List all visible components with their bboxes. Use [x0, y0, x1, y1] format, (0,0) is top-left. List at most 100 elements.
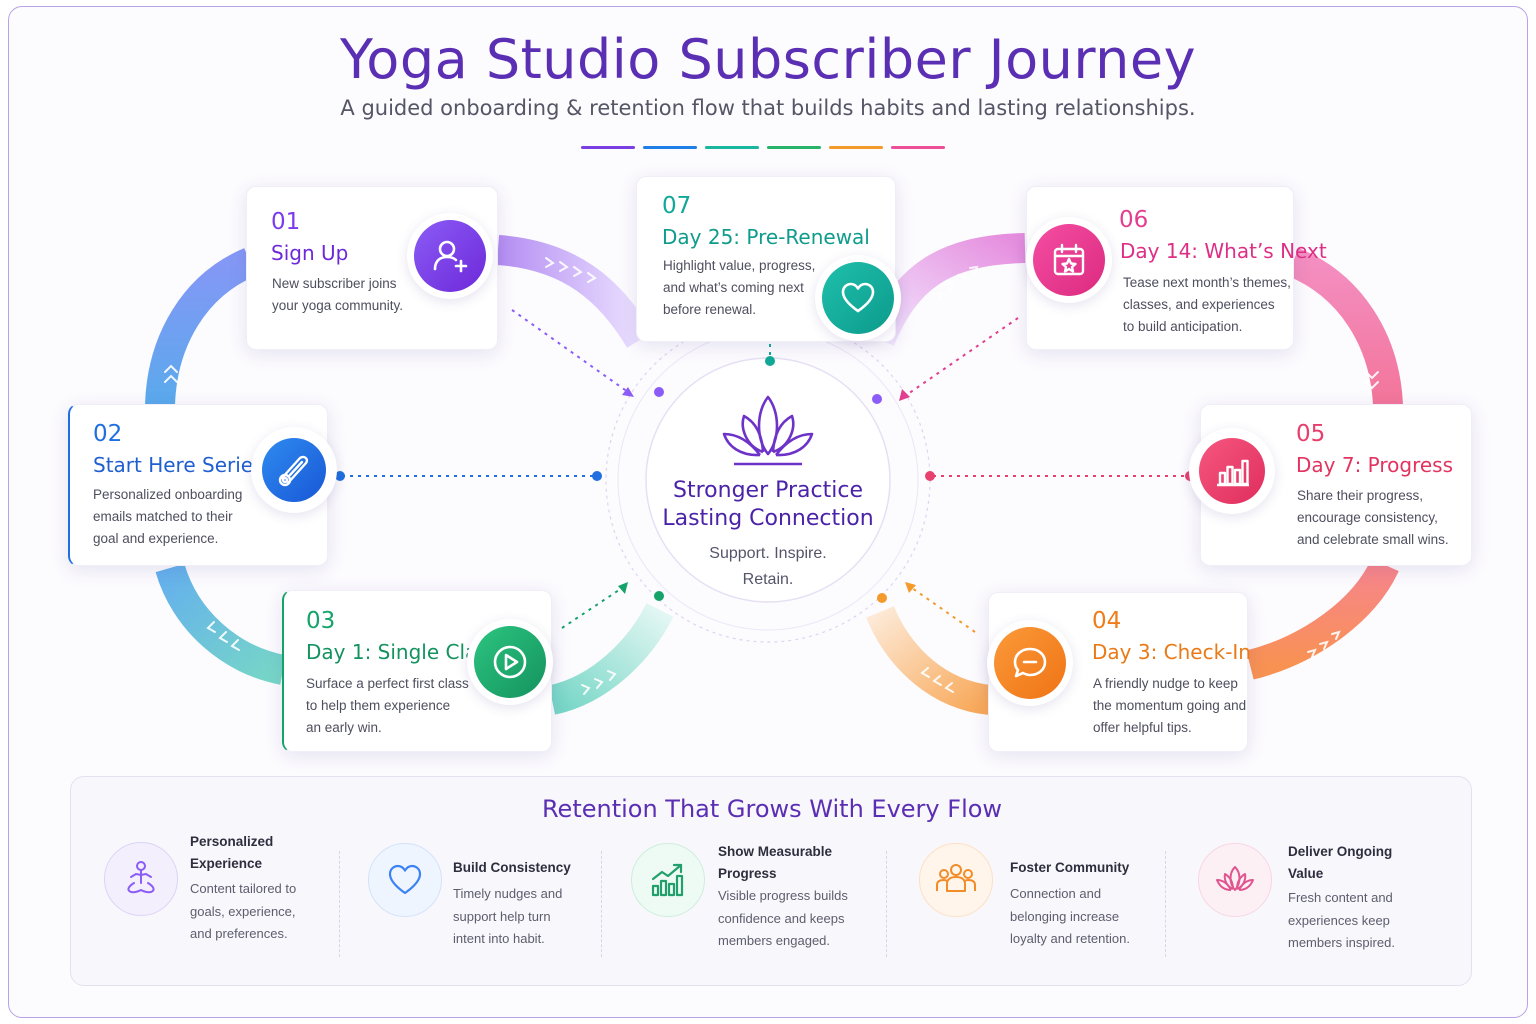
dot-01	[654, 387, 664, 397]
loop-segment-4-5	[1246, 558, 1399, 680]
lotus-icon	[1198, 843, 1272, 917]
user-plus-icon	[414, 220, 486, 292]
benefit-description-line: confidence and keeps	[718, 910, 845, 926]
community-icon	[919, 843, 993, 917]
loop-segment-3-hub	[548, 603, 674, 715]
heart-icon	[368, 843, 442, 917]
hub-subtitle-line-2: Retain.	[742, 571, 794, 588]
benefit-name-line: Value	[1288, 866, 1324, 881]
accent-bar-teal	[705, 146, 759, 149]
step-icon-bubble-07	[815, 255, 901, 341]
connector-06	[904, 317, 1019, 397]
step-description-line: an early win.	[306, 720, 382, 735]
step-title: Day 25: Pre-Renewal	[662, 225, 870, 249]
dot-04	[877, 593, 887, 603]
benefit-description: Timely nudges and support help turn inte…	[453, 883, 562, 951]
benefit-description-line: Timely nudges and	[453, 886, 563, 901]
step-number: 07	[662, 193, 692, 219]
step-description-line: Tease next month’s themes,	[1123, 275, 1291, 290]
benefit-description-line: and preferences.	[190, 926, 288, 941]
step-description: New subscriber joins your yoga community…	[272, 273, 403, 317]
step-title: Sign Up	[271, 241, 349, 265]
step-description-line: your yoga community.	[272, 298, 404, 313]
meditation-icon	[104, 842, 178, 916]
benefit-name: Show Measurable Progress	[718, 841, 832, 885]
step-description-line: goal and experience.	[93, 531, 219, 546]
arrowhead-06	[899, 389, 910, 401]
benefit-description-line: belonging increase	[1010, 908, 1120, 924]
page-title: Yoga Studio Subscriber Journey	[339, 28, 1197, 91]
step-description-line: New subscriber joins	[272, 276, 397, 291]
dot-07	[765, 356, 775, 366]
flow-chevrons	[164, 257, 1379, 695]
step-number: 03	[306, 608, 336, 634]
benefit-description: Content tailored to goals, experience, a…	[190, 878, 296, 946]
hub-subtitle-line-1: Support. Inspire.	[709, 545, 827, 562]
hub-title-line-1: Stronger Practice	[673, 478, 863, 503]
dot-03	[654, 591, 664, 601]
step-card-03: 03 Day 1: Single Class Surface a perfect…	[282, 590, 552, 752]
step-description-line: classes, and experiences	[1123, 297, 1275, 312]
loop-segment-2-3	[155, 563, 287, 685]
benefit-separator	[886, 851, 887, 957]
step-description-line: to build anticipation.	[1123, 319, 1243, 334]
arrowhead-04	[905, 582, 916, 593]
step-number: 06	[1119, 207, 1149, 233]
retention-title: Retention That Grows With Every Flow	[541, 795, 1003, 823]
benefit-personalized-experience: Personalized Experience Content tailored…	[71, 777, 341, 987]
step-description-line: and celebrate small wins.	[1297, 532, 1449, 547]
step-title: Day 14: What’s Next	[1120, 239, 1327, 263]
step-description-line: before renewal.	[663, 302, 757, 317]
benefit-separator	[1165, 851, 1166, 957]
accent-bar-orange	[829, 146, 883, 149]
benefit-description-line: members inspired.	[1288, 935, 1395, 950]
play-icon	[474, 626, 546, 698]
benefit-name-line: Progress	[718, 866, 777, 881]
step-description-line: Highlight value, progress,	[663, 258, 816, 273]
step-description-line: offer helpful tips.	[1093, 720, 1192, 735]
benefit-name-line: Deliver Ongoing	[1288, 844, 1393, 859]
benefit-name-line: Experience	[190, 856, 263, 871]
lotus-icon	[722, 395, 814, 466]
benefit-description-line: Content tailored to	[190, 881, 297, 896]
benefit-build-consistency: Build Consistency Timely nudges and supp…	[341, 777, 603, 987]
connector-04	[911, 587, 976, 633]
connector-03	[561, 587, 623, 629]
accent-bar-blue	[643, 146, 697, 149]
step-icon-bubble-03	[467, 619, 553, 705]
step-description-line: A friendly nudge to keep	[1093, 676, 1238, 691]
step-number: 05	[1296, 421, 1326, 447]
benefit-description: Fresh content and experiences keep membe…	[1288, 887, 1395, 955]
benefit-description-line: loyalty and retention.	[1010, 931, 1130, 946]
growth-chart-icon	[631, 843, 705, 917]
arrowhead-01	[622, 387, 634, 397]
dot-02b	[335, 471, 345, 481]
benefit-name: Foster Community	[1010, 857, 1129, 879]
benefit-show-measurable-progress: Show Measurable Progress Visible progres…	[603, 777, 887, 987]
step-icon-bubble-01	[407, 213, 493, 299]
retention-panel: Retention That Grows With Every Flow Per…	[70, 776, 1472, 986]
benefit-description-line: Fresh content and	[1288, 890, 1393, 905]
connector-dots	[335, 356, 1195, 603]
step-description-line: Share their progress,	[1297, 488, 1424, 503]
step-title: Day 1: Single Class	[306, 640, 499, 664]
heart-icon	[822, 262, 894, 334]
step-number: 02	[93, 421, 123, 447]
accent-bar-green	[767, 146, 821, 149]
arrowhead-03	[618, 582, 628, 594]
step-description: Highlight value, progress, and what’s co…	[663, 255, 815, 321]
benefit-description: Visible progress builds confidence and k…	[718, 885, 848, 953]
step-description-line: to help them experience	[306, 698, 451, 713]
accent-bar-purple	[581, 146, 635, 149]
step-description-line: Personalized onboarding	[93, 487, 243, 502]
benefit-foster-community: Foster Community Connection and belongin…	[888, 777, 1166, 987]
step-description: Surface a perfect first class to help th…	[306, 673, 469, 739]
loop-segment-hub-6	[866, 233, 1026, 346]
benefit-description-line: Connection and	[1010, 886, 1102, 901]
hub-title-line-2: Lasting Connection	[662, 506, 874, 531]
step-description-line: the momentum going and	[1093, 698, 1247, 713]
benefit-name: Deliver Ongoing Value	[1288, 841, 1392, 885]
benefit-name-line: Show Measurable	[718, 844, 833, 859]
benefit-name: Build Consistency	[453, 857, 571, 879]
